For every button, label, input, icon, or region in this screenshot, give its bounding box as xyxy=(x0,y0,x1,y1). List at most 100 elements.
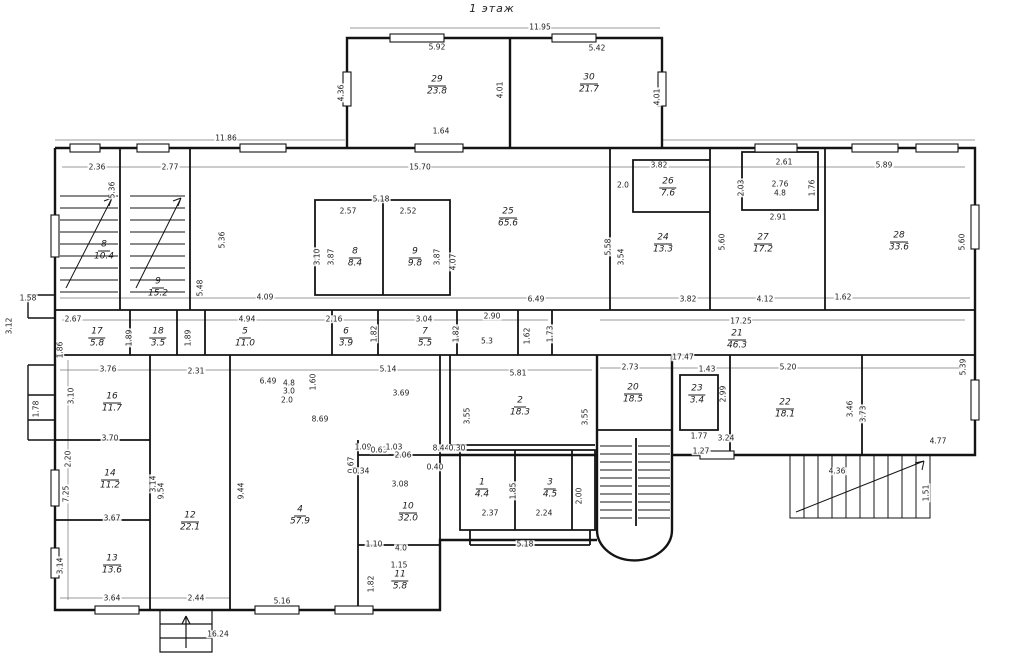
dimension-label: 0.63 xyxy=(369,445,389,455)
dimension-label: 2.31 xyxy=(186,366,206,376)
dimension-label: 5.39 xyxy=(958,357,968,377)
dimension-label: 3.55 xyxy=(580,407,590,427)
dimension-label: 1.78 xyxy=(31,399,41,419)
dimension-label: 1.82 xyxy=(451,324,461,344)
dimension-label: 3.67 xyxy=(102,513,122,523)
dimension-label: 1.27 xyxy=(691,446,711,456)
dimension-label: 1.51 xyxy=(921,483,931,503)
dimension-label: 2.67 xyxy=(63,314,83,324)
dimension-label: 2.0 xyxy=(280,395,294,405)
dimension-label: 1.89 xyxy=(183,328,193,348)
dimension-label: 3.70 xyxy=(100,433,120,443)
dimension-label: 6.49 xyxy=(258,376,278,386)
outer-walls xyxy=(53,36,977,612)
dimension-label: 2.76 xyxy=(770,179,790,189)
dimension-label: 3.0 xyxy=(282,386,296,396)
dimension-label: 0.34 xyxy=(351,466,371,476)
dimension-label: 5.81 xyxy=(508,368,528,378)
dimension-label: 3.54 xyxy=(616,247,626,267)
dimension-label: 1.62 xyxy=(833,292,853,302)
dimension-label: 3.87 xyxy=(326,247,336,267)
dimension-label: 5.3 xyxy=(480,336,494,346)
dimension-label: 7.25 xyxy=(61,484,71,504)
dimension-label: 2.06 xyxy=(393,450,413,460)
dimension-label: 2.91 xyxy=(768,212,788,222)
dimension-label: 4.07 xyxy=(448,252,458,272)
dimension-label: 3.76 xyxy=(98,364,118,374)
dimension-label: 3.64 xyxy=(102,593,122,603)
dimension-label: 4.01 xyxy=(652,87,662,107)
dimension-label: 17.25 xyxy=(729,316,753,326)
dimension-label: 1.77 xyxy=(689,431,709,441)
dimension-label: 5.36 xyxy=(217,230,227,250)
dimension-label: 1.64 xyxy=(431,126,451,136)
dimension-label: 2.03 xyxy=(736,178,746,198)
dimension-label: 3.55 xyxy=(462,406,472,426)
dimension-label: 4.12 xyxy=(755,294,775,304)
dimension-label: 3.69 xyxy=(391,388,411,398)
dimension-label: 0.40 xyxy=(425,462,445,472)
dimension-label: 5.58 xyxy=(603,237,613,257)
dimension-label: 5.14 xyxy=(378,364,398,374)
dimension-label: 3.87 xyxy=(432,247,442,267)
dimension-label: 2.20 xyxy=(63,449,73,469)
dimension-label: 3.04 xyxy=(414,314,434,324)
dimension-label: 2.52 xyxy=(398,206,418,216)
dimension-label: 1.85 xyxy=(508,481,518,501)
dimension-label: 3.10 xyxy=(312,247,322,267)
dimension-label: 4.01 xyxy=(495,80,505,100)
dimension-label: 5.16 xyxy=(272,596,292,606)
dimension-label: 4.09 xyxy=(255,292,275,302)
dimension-label: 4.94 xyxy=(237,314,257,324)
dimension-label: 1.89 xyxy=(124,328,134,348)
dimension-label: 4.77 xyxy=(928,436,948,446)
dimension-label: 8.69 xyxy=(310,414,330,424)
dimension-label: 17.47 xyxy=(671,352,695,362)
dimension-label: 5.60 xyxy=(957,232,967,252)
dimension-label: 5.42 xyxy=(587,43,607,53)
dimension-label: 0.30 xyxy=(447,443,467,453)
stair-steps-tower xyxy=(600,445,670,519)
dimension-label: 1.60 xyxy=(308,372,318,392)
dimension-label: 2.90 xyxy=(482,311,502,321)
dimension-label: 1.62 xyxy=(522,326,532,346)
dimension-label: 1.10 xyxy=(364,539,384,549)
dimension-label: 1.76 xyxy=(807,178,817,198)
dimension-label: 3.82 xyxy=(649,160,669,170)
dimension-label: 1.73 xyxy=(545,324,555,344)
dimension-label: 2.00 xyxy=(574,486,584,506)
dimension-label: 3.12 xyxy=(4,316,14,336)
dimension-label: 5.92 xyxy=(427,42,447,52)
dimension-label: 1.09 xyxy=(353,442,373,452)
dimension-label: 2.16 xyxy=(324,314,344,324)
dimension-label: 1.43 xyxy=(697,364,717,374)
dimension-label: 4.0 xyxy=(394,543,408,553)
dimension-label: 5.89 xyxy=(874,160,894,170)
dimension-label: 5.18 xyxy=(371,194,391,204)
dimension-label: 3.24 xyxy=(716,433,736,443)
dimension-label: 5.20 xyxy=(778,362,798,372)
dimension-label: 5.48 xyxy=(195,278,205,298)
dimension-label: 3.46 xyxy=(845,399,855,419)
